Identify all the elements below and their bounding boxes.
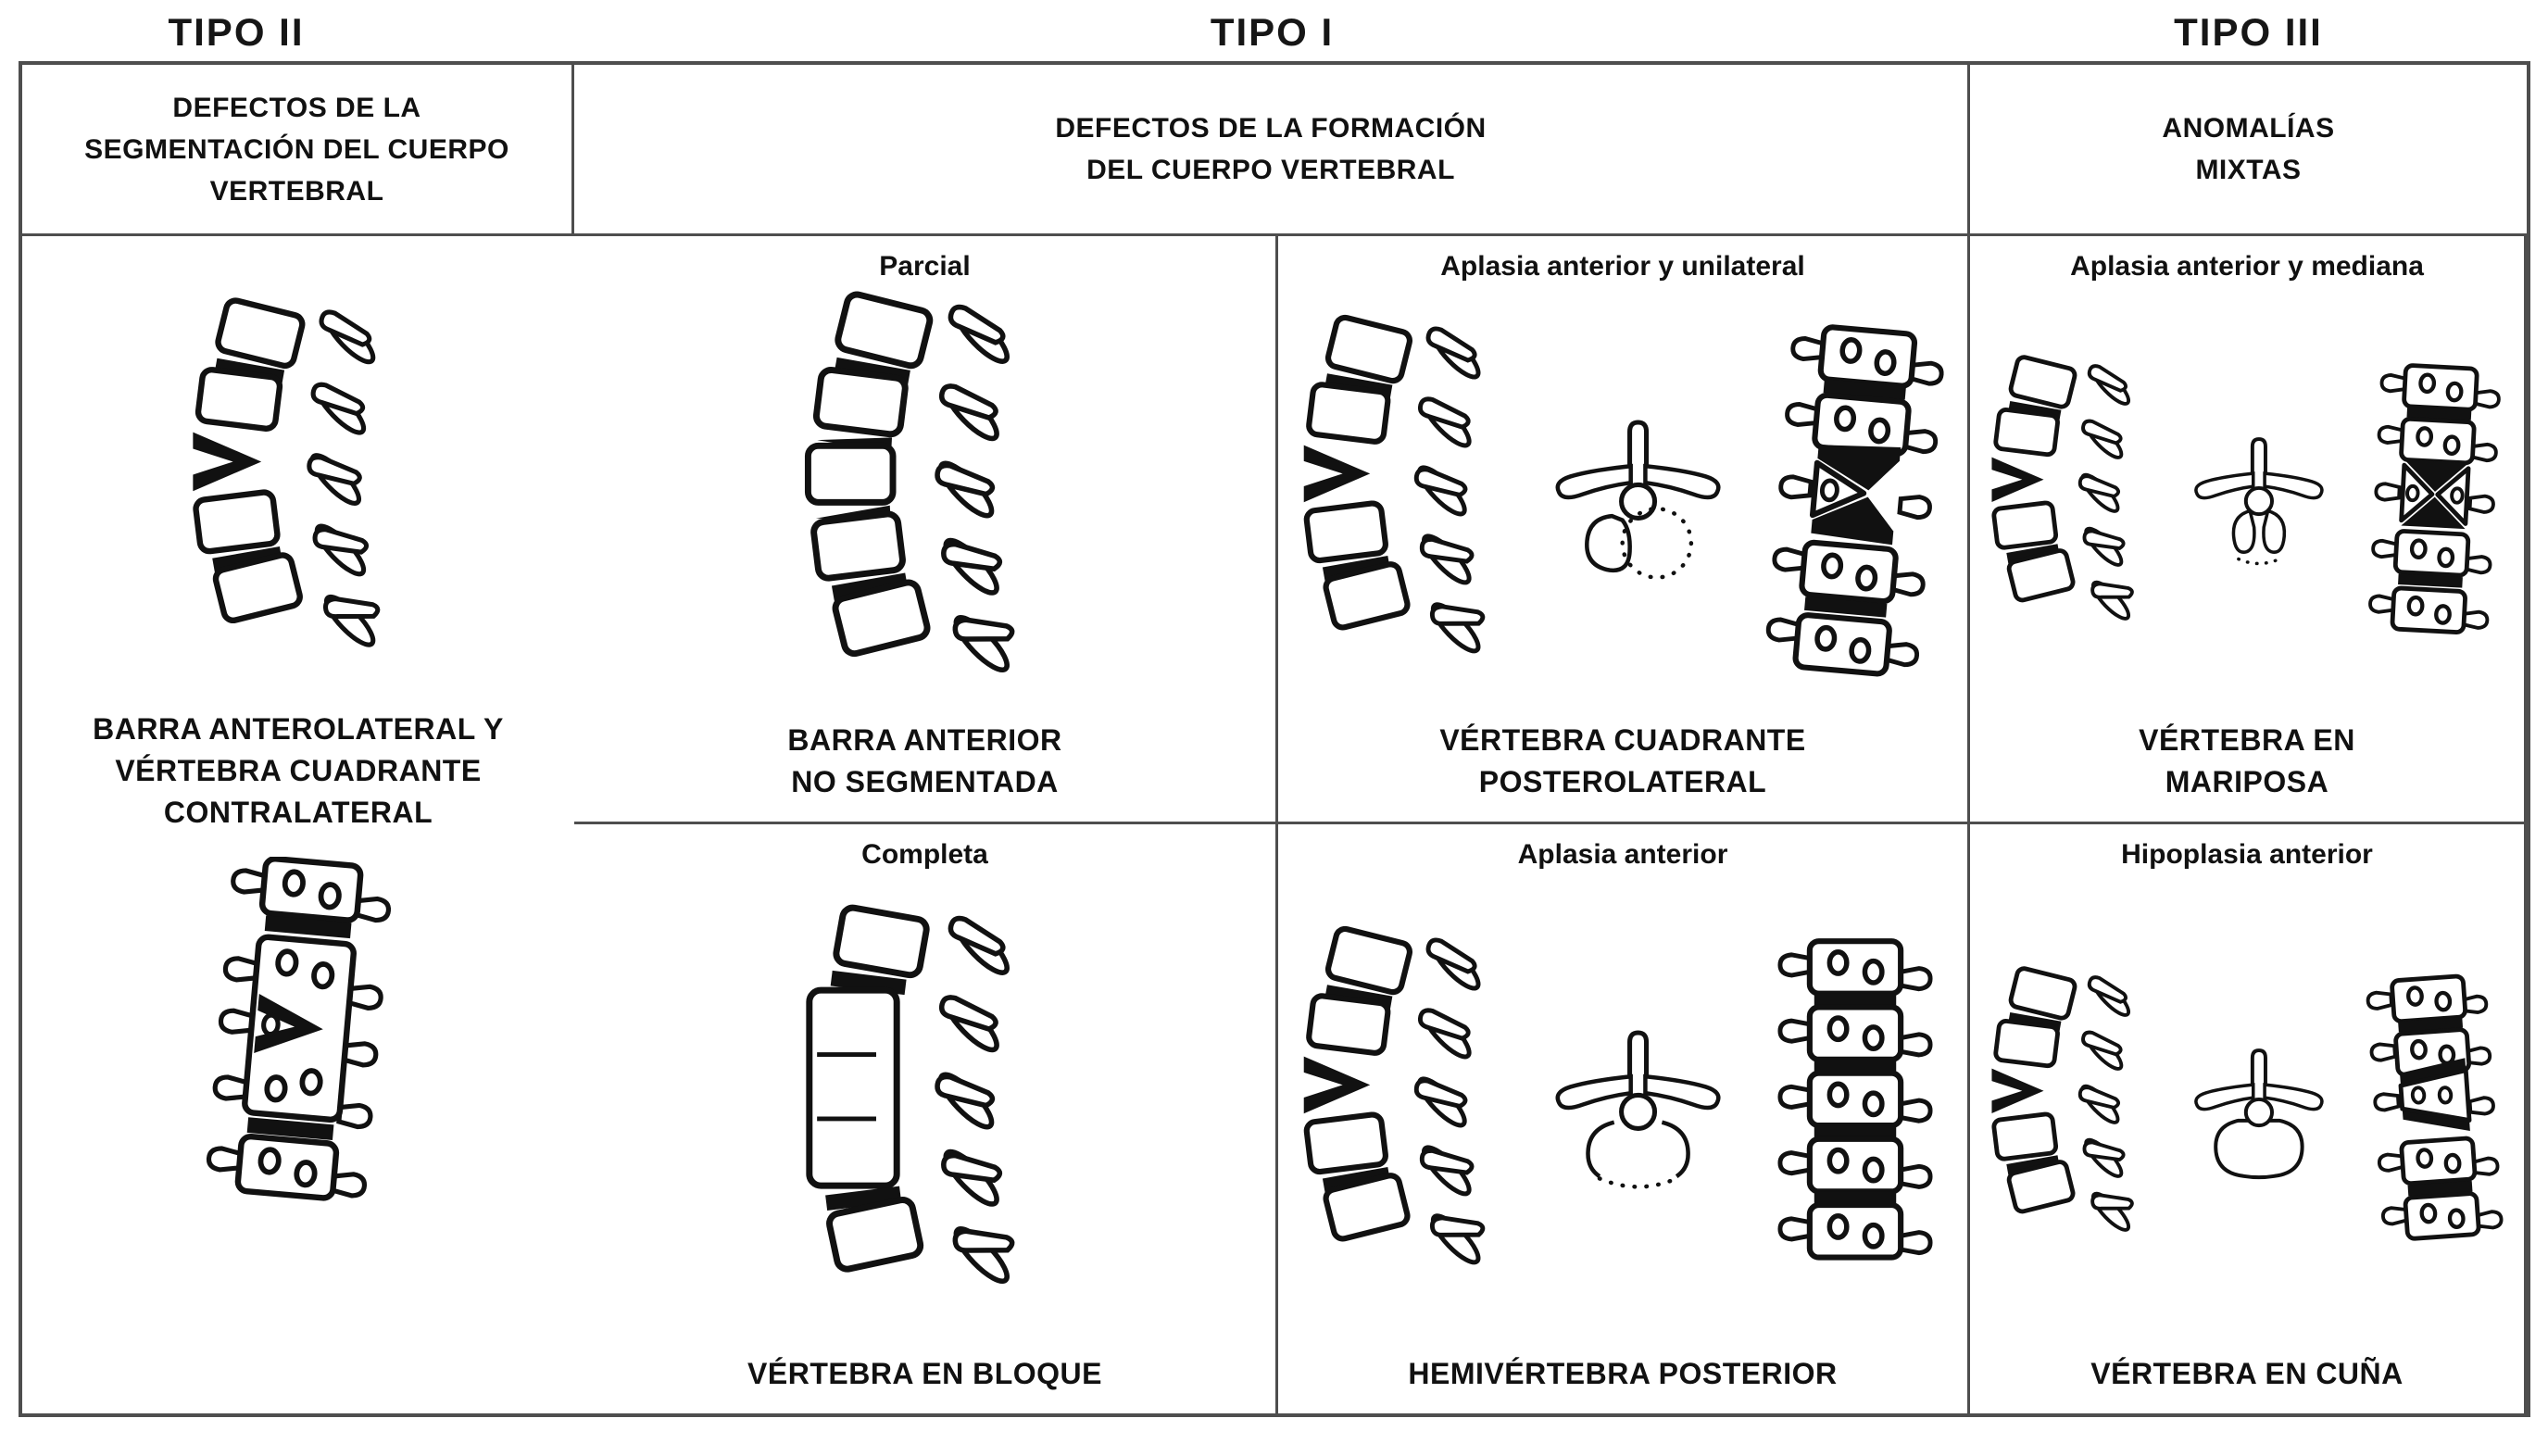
lateral-spine-illustration-wedge [1977, 913, 2165, 1312]
frontal-spine-illustration-mixed [189, 857, 408, 1214]
cell-aplasia-unilateral: Aplasia anterior y unilateral [1278, 236, 1970, 824]
cell-parcial: Parcial BARRA ANTERIOR NO SEGMENTADA [574, 236, 1278, 824]
diagnosis-caption: HEMIVÉRTEBRA POSTERIOR [1408, 1357, 1838, 1391]
variant-label: Aplasia anterior y mediana [2070, 251, 2424, 282]
frontal-spine-illustration-quadrant [1751, 318, 1960, 684]
cell-aplasia-anterior: Aplasia anterior [1278, 824, 1970, 1413]
variant-label: Hipoplasia anterior [2121, 839, 2373, 870]
cell-completa: Completa VÉRTEBRA EN BLOQUE [574, 824, 1278, 1413]
lateral-spine-illustration-wedge [1977, 302, 2165, 700]
variant-label: Parcial [879, 251, 971, 282]
diagnosis-caption: BARRA ANTEROLATERAL Y VÉRTEBRA CUADRANTE… [93, 712, 504, 829]
diagnosis-caption: VÉRTEBRA CUADRANTE POSTEROLATERAL [1439, 723, 1806, 799]
diagnosis-caption: VÉRTEBRA EN CUÑA [2090, 1357, 2404, 1391]
classification-table: DEFECTOS DE LA SEGMENTACIÓN DEL CUERPO V… [19, 61, 2530, 1417]
lateral-spine-illustration-mixed [174, 295, 421, 684]
cell-anomalias-mixtas: BARRA ANTEROLATERAL Y VÉRTEBRA CUADRANTE… [22, 236, 574, 1413]
header-cell-mixed-anomalies: ANOMALÍAS MIXTAS [1970, 65, 2527, 236]
lateral-spine-illustration-block [806, 900, 1060, 1324]
lateral-spine-illustration-partial-bar [790, 289, 1060, 713]
axial-vertebra-illustration-quadrant [1550, 414, 1726, 580]
frontal-spine-illustration-butterfly [2367, 318, 2502, 684]
header-cell-formation-defects: DEFECTOS DE LA FORMACIÓN DEL CUERPO VERT… [574, 65, 1970, 236]
diagnosis-caption: BARRA ANTERIOR NO SEGMENTADA [787, 723, 1062, 799]
cell-hipoplasia-anterior: Hipoplasia anterior [1970, 824, 2527, 1413]
axial-vertebra-illustration-butterfly [2193, 437, 2324, 566]
variant-label: Completa [861, 839, 988, 870]
axial-vertebra-illustration-posterior-hemivertebra [1550, 1024, 1726, 1189]
column-title-tipo-iii: TIPO III [2174, 10, 2323, 54]
column-title-tipo-ii: TIPO II [168, 10, 305, 54]
lateral-spine-illustration-wedge [1286, 302, 1525, 700]
frontal-spine-illustration-straight [1751, 929, 1960, 1296]
cell-aplasia-mediana: Aplasia anterior y mediana [1970, 236, 2527, 824]
axial-vertebra-illustration-full-body [2193, 1048, 2324, 1179]
column-title-tipo-i: TIPO I [1210, 10, 1335, 54]
variant-label: Aplasia anterior y unilateral [1440, 251, 1805, 282]
variant-label: Aplasia anterior [1517, 839, 1728, 870]
frontal-spine-illustration-wedge [2365, 929, 2504, 1296]
lateral-spine-illustration-wedge [1286, 913, 1525, 1312]
header-cell-segmentation-defects: DEFECTOS DE LA SEGMENTACIÓN DEL CUERPO V… [22, 65, 574, 236]
diagnosis-caption: VÉRTEBRA EN MARIPOSA [2139, 723, 2355, 799]
diagnosis-caption: VÉRTEBRA EN BLOQUE [747, 1357, 1102, 1391]
